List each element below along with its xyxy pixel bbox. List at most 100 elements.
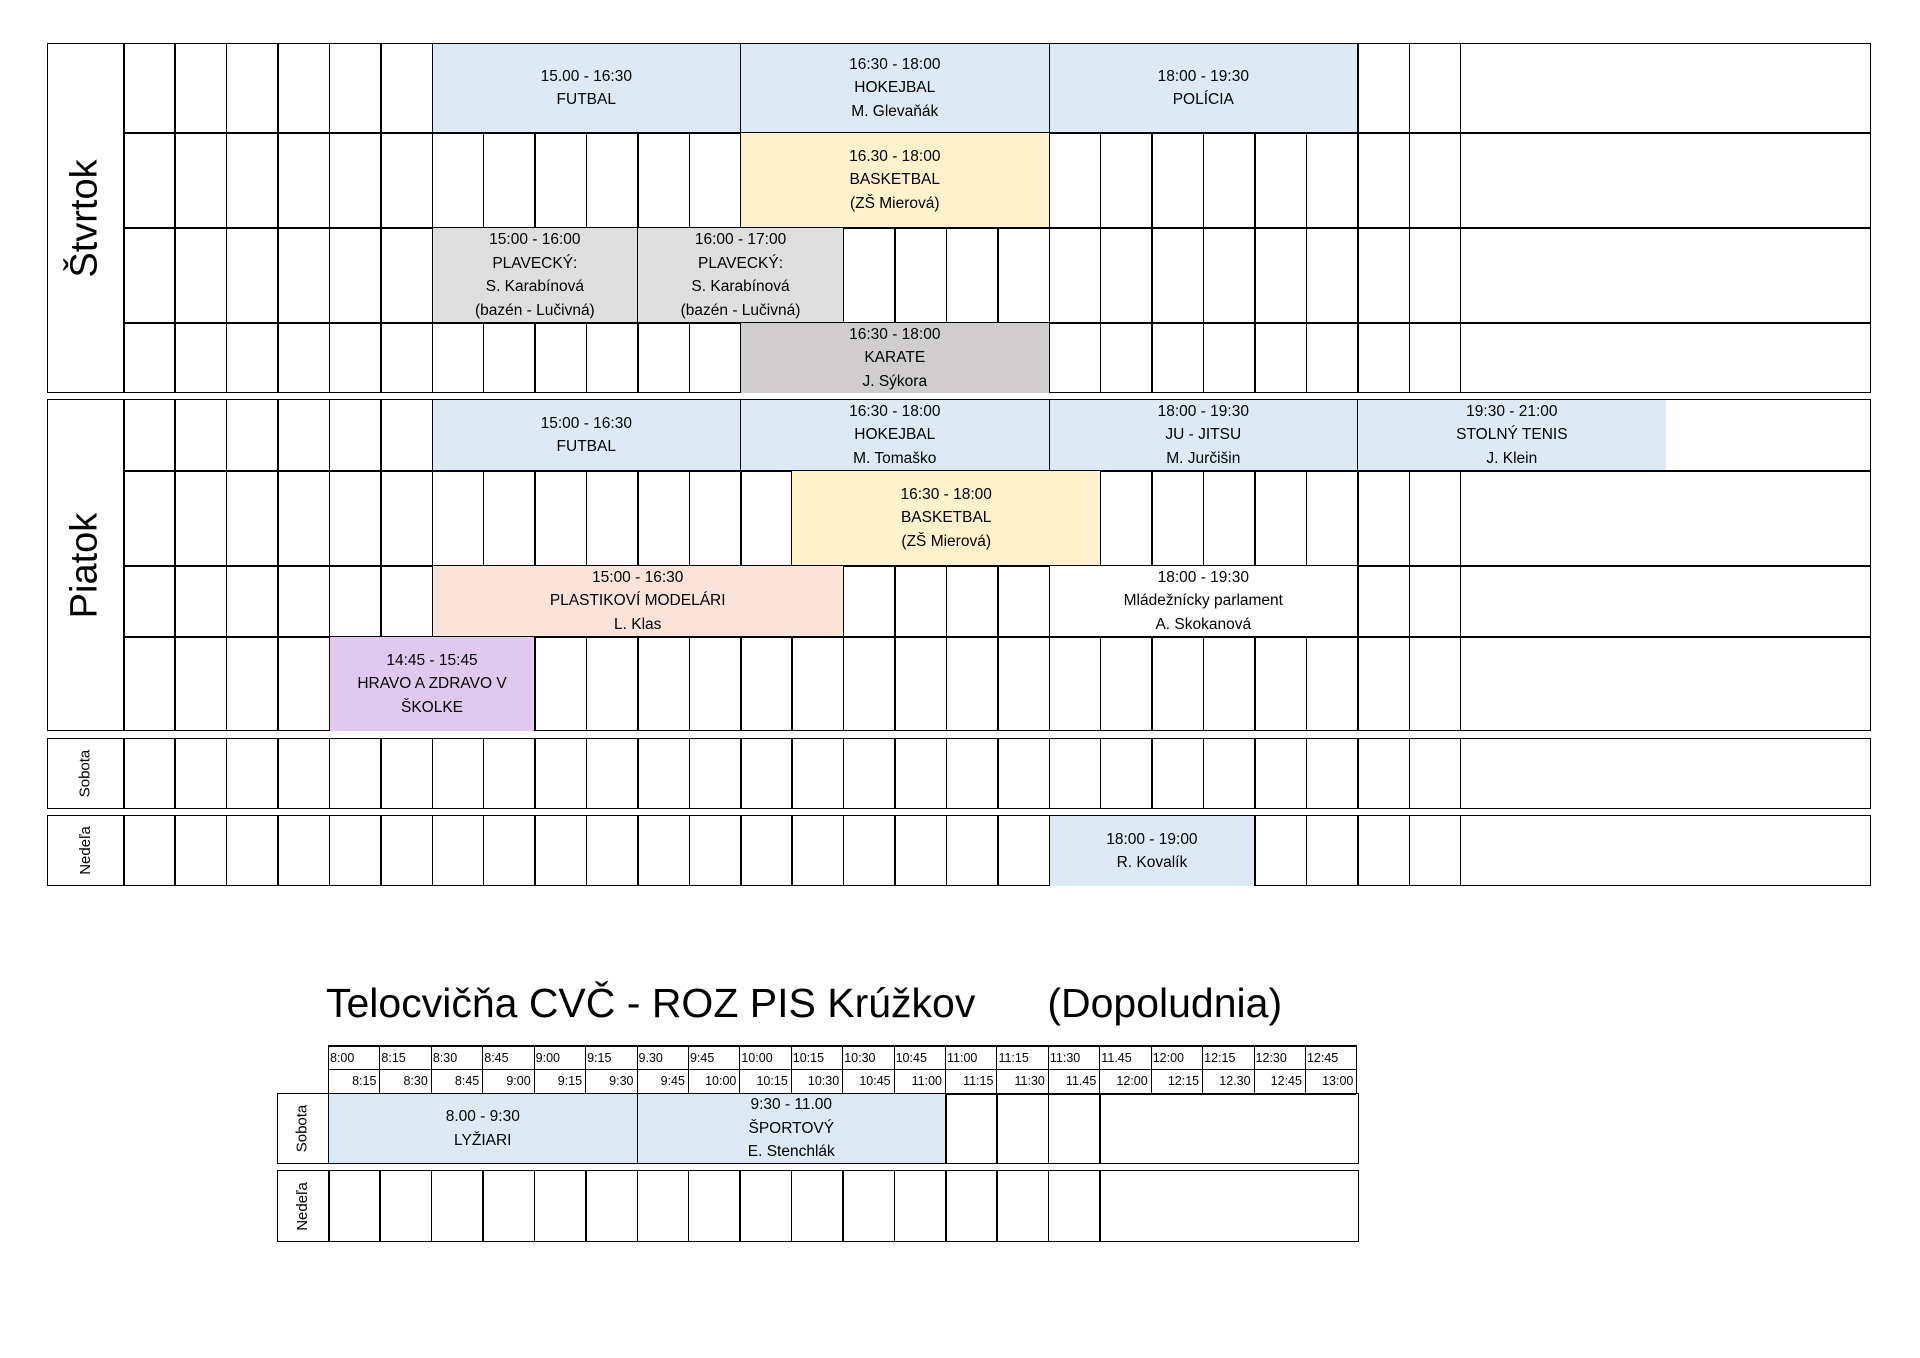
- time-start: 12:15: [1204, 1051, 1236, 1065]
- event-text-line: M. Tomaško: [853, 449, 937, 467]
- column-divider: [945, 399, 948, 731]
- column-divider: [1459, 815, 1462, 886]
- event-text-line: BASKETBAL: [849, 171, 941, 189]
- column-divider: [1357, 399, 1359, 731]
- column-divider: [174, 738, 176, 809]
- time-end: 12.30: [1219, 1074, 1251, 1088]
- event-text-line: 16:30 - 18:00: [849, 325, 941, 343]
- column-divider: [328, 1093, 330, 1164]
- day-label-text: Nedeľa: [293, 1181, 311, 1231]
- column-divider: [1202, 399, 1205, 731]
- event-text-line: 18:00 - 19:30: [1157, 67, 1249, 85]
- time-end: 12:45: [1270, 1074, 1302, 1088]
- header-column-divider: [328, 1045, 329, 1093]
- column-divider: [379, 1170, 381, 1242]
- event-text-line: S. Karabínová: [485, 278, 584, 295]
- event-text-line: J. Klein: [1486, 449, 1538, 467]
- column-divider: [1305, 738, 1308, 809]
- column-divider: [585, 43, 588, 393]
- column-divider: [894, 399, 896, 731]
- column-divider: [1357, 43, 1359, 393]
- column-divider: [431, 738, 434, 809]
- column-divider: [328, 738, 331, 809]
- time-start: 12:00: [1152, 1051, 1184, 1065]
- column-divider: [894, 738, 896, 809]
- column-divider: [1408, 43, 1410, 393]
- column-divider: [945, 738, 948, 809]
- column-divider: [225, 738, 228, 809]
- row-divider: [123, 470, 1871, 472]
- event-text-line: JU - JITSU: [1165, 426, 1242, 444]
- column-divider: [430, 1170, 433, 1242]
- row-divider: [123, 636, 1871, 638]
- column-divider: [328, 399, 331, 731]
- morning-day-block-2: [277, 1170, 1359, 1242]
- time-end: 9:45: [660, 1074, 685, 1088]
- column-divider: [380, 43, 382, 393]
- column-divider: [482, 1170, 484, 1242]
- row-divider: [123, 565, 1871, 567]
- column-divider: [1305, 815, 1308, 886]
- column-divider: [585, 815, 588, 886]
- time-end: 9:30: [609, 1074, 634, 1088]
- time-start: 8:45: [484, 1051, 509, 1065]
- column-divider: [1099, 399, 1102, 731]
- column-divider: [1047, 1093, 1050, 1164]
- column-divider: [482, 815, 485, 886]
- column-divider: [1099, 738, 1102, 809]
- column-divider: [1047, 1170, 1050, 1242]
- day-label-text: Nedeľa: [76, 826, 94, 875]
- column-divider: [637, 43, 639, 393]
- column-divider: [997, 738, 999, 809]
- time-start: 10:15: [792, 1051, 825, 1065]
- header-column-divider: [1150, 1045, 1152, 1093]
- header-column-divider: [1356, 1045, 1358, 1093]
- time-start: 10:00: [741, 1051, 773, 1065]
- day-label: Nedeľa: [277, 1170, 327, 1242]
- column-divider: [1099, 43, 1102, 393]
- event-text-line: KARATE: [864, 349, 926, 367]
- event-text-line: PLAVECKÝ:: [698, 254, 784, 272]
- event-text-line: S. Karabínová: [691, 278, 790, 295]
- time-end: 10:15: [756, 1074, 788, 1088]
- column-divider: [1357, 815, 1359, 886]
- event-text-line: 18:00 - 19:30: [1157, 568, 1249, 586]
- event-text-line: E. Stenchlák: [747, 1143, 835, 1161]
- event-text-line: 16:30 - 18:00: [849, 402, 941, 420]
- day-block-4: [47, 815, 1871, 886]
- column-divider: [431, 399, 434, 731]
- time-end: 10:45: [859, 1074, 891, 1088]
- event-text-line: 15.00 - 16:30: [540, 67, 632, 85]
- time-start: 10:45: [895, 1051, 927, 1065]
- event-text-line: M. Glevaňák: [851, 102, 939, 120]
- column-divider: [1151, 738, 1153, 809]
- column-divider: [945, 1093, 947, 1164]
- time-start: 8:00: [330, 1051, 355, 1065]
- column-divider: [740, 815, 742, 886]
- column-divider: [893, 1170, 896, 1242]
- column-divider: [1459, 399, 1462, 731]
- column-divider: [277, 815, 279, 886]
- morning-title-suffix: (Dopoludnia): [1047, 980, 1283, 1026]
- event-text-line: 14:45 - 15:45: [386, 651, 478, 669]
- header-column-divider: [1202, 1045, 1204, 1093]
- event-text-line: POLÍCIA: [1172, 91, 1234, 108]
- column-divider: [174, 815, 176, 886]
- column-divider: [1048, 399, 1051, 731]
- column-divider: [945, 815, 948, 886]
- day-block-3: [47, 738, 1871, 809]
- column-divider: [482, 399, 485, 731]
- time-end: 11.45: [1065, 1074, 1097, 1088]
- event-text-line: STOLNÝ TENIS: [1456, 426, 1568, 444]
- header-column-divider: [893, 1045, 895, 1093]
- column-divider: [636, 1093, 639, 1164]
- column-divider: [1254, 815, 1256, 886]
